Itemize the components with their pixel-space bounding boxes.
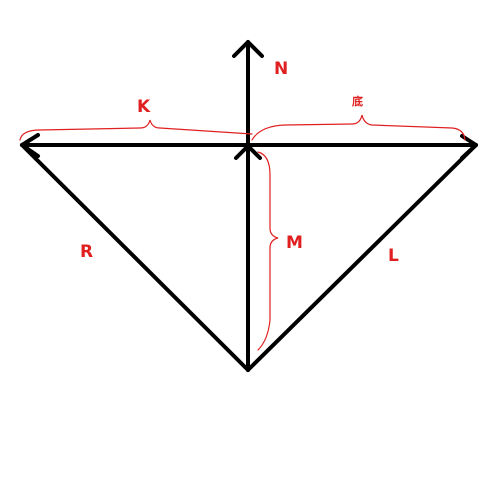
brace-k: [19, 119, 253, 141]
up-arrowhead: [232, 40, 264, 58]
label-di: 底: [352, 94, 363, 108]
brace-m: [257, 151, 279, 351]
label-m: M: [286, 233, 303, 253]
brace-di: [251, 114, 466, 141]
structure-lines: [20, 40, 478, 372]
right-slant-line-l: [246, 143, 478, 372]
label-k: K: [137, 97, 151, 117]
left-slant-line-r: [20, 143, 250, 372]
label-n: N: [274, 59, 288, 79]
label-r: R: [80, 242, 93, 262]
brace-annotations: [19, 114, 466, 351]
label-l: L: [388, 246, 399, 266]
center-v-mark: [234, 144, 262, 160]
